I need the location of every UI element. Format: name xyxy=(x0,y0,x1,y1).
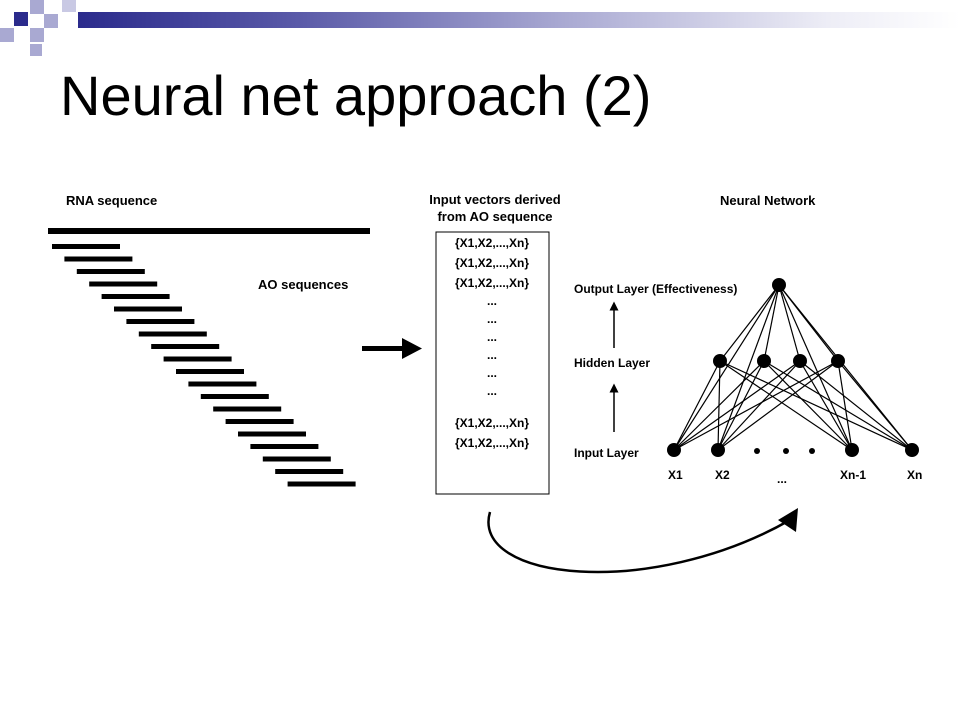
ao-sequences-label: AO sequences xyxy=(258,277,349,292)
ao-sequence-bar xyxy=(163,356,232,362)
hidden-node xyxy=(757,354,771,368)
neural-network-title: Neural Network xyxy=(720,193,816,208)
ao-sequence-bar xyxy=(114,306,182,312)
ao-sequence-bar xyxy=(176,369,244,374)
header-gradient-bar xyxy=(78,12,960,28)
network-edge xyxy=(719,360,913,451)
input-node-label: Xn-1 xyxy=(840,468,867,482)
network-edge xyxy=(837,360,853,451)
input-vectors-title: Input vectors derived from AO sequence xyxy=(410,192,580,224)
network-edge xyxy=(778,284,801,362)
input-node-label: X2 xyxy=(715,468,730,482)
ellipsis-row: ... xyxy=(486,312,497,326)
ao-sequence-bar xyxy=(238,431,306,437)
header-squares-decoration xyxy=(0,0,76,56)
ao-sequence-bar xyxy=(262,456,331,462)
ao-sequence-bar xyxy=(188,381,257,387)
network-edge xyxy=(763,284,780,362)
rna-sequence-bar xyxy=(48,228,370,234)
network-edge xyxy=(778,284,853,451)
right-arrow-icon xyxy=(362,338,422,359)
ao-sequence-bar xyxy=(126,319,195,324)
network-edge xyxy=(673,284,780,451)
ao-sequence-bar xyxy=(101,294,170,299)
input-node-label: ... xyxy=(777,472,788,486)
network-edge xyxy=(673,360,765,451)
output-layer-label: Output Layer (Effectiveness) xyxy=(574,282,738,296)
vector-row: {X1,X2,...,Xn} xyxy=(454,276,530,290)
ao-sequence-bar xyxy=(213,406,282,412)
input-vectors-title-line2: from AO sequence xyxy=(437,209,553,224)
rna-sequence-label: RNA sequence xyxy=(66,193,158,208)
curved-arrow-head-icon xyxy=(778,508,798,532)
network-edge xyxy=(719,360,853,451)
input-node xyxy=(667,443,681,457)
output-node xyxy=(772,278,786,292)
vector-row: {X1,X2,...,Xn} xyxy=(454,236,530,250)
network-edge xyxy=(763,360,913,451)
hidden-layer-label: Hidden Layer xyxy=(574,356,651,370)
network-edge xyxy=(673,360,839,451)
input-layer-label: Input Layer xyxy=(574,446,639,460)
ao-sequence-bar xyxy=(200,394,269,399)
input-vectors-title-line1: Input vectors derived xyxy=(429,192,561,207)
ao-sequence-bar xyxy=(52,244,120,249)
network-edge xyxy=(717,284,780,451)
input-vectors-box xyxy=(435,231,550,495)
ao-sequence-bar xyxy=(89,281,158,287)
slide-title: Neural net approach (2) xyxy=(60,64,652,127)
ellipsis-row: ... xyxy=(486,294,497,308)
hidden-node xyxy=(793,354,807,368)
ao-sequence-bar xyxy=(225,419,294,424)
curved-arrow xyxy=(487,511,791,574)
vector-row: {X1,X2,...,Xn} xyxy=(454,256,530,270)
network-edge xyxy=(717,360,765,451)
network-edges xyxy=(673,284,913,451)
network-edge xyxy=(719,284,780,362)
network-edge xyxy=(673,360,721,451)
ao-sequence-bar xyxy=(138,331,207,337)
ao-sequence-bar xyxy=(275,469,344,474)
ellipsis-row: ... xyxy=(486,366,497,380)
input-node xyxy=(905,443,919,457)
ao-sequence-bar xyxy=(76,269,145,274)
ellipsis-row: ... xyxy=(486,330,497,344)
network-edge xyxy=(799,360,853,451)
input-node-label: Xn xyxy=(907,468,923,482)
network-edge xyxy=(837,360,913,451)
ao-sequence-bar xyxy=(64,256,133,262)
network-edge xyxy=(717,360,839,451)
ao-sequence-bar xyxy=(287,481,356,487)
ellipsis-row: ... xyxy=(486,384,497,398)
input-node xyxy=(711,443,725,457)
network-edge xyxy=(717,360,801,451)
hidden-node xyxy=(713,354,727,368)
ellipsis-row: ... xyxy=(486,348,497,362)
input-node xyxy=(845,443,859,457)
vector-row: {X1,X2,...,Xn} xyxy=(454,416,530,430)
input-node-label: X1 xyxy=(668,468,683,482)
vector-row: {X1,X2,...,Xn} xyxy=(454,436,530,450)
ao-sequence-bars xyxy=(52,244,356,487)
input-ellipsis-dots xyxy=(754,448,815,454)
network-edge xyxy=(673,360,801,451)
hidden-node xyxy=(831,354,845,368)
network-nodes xyxy=(667,278,919,457)
ao-sequence-bar xyxy=(250,444,319,449)
network-edge xyxy=(778,284,839,362)
ao-sequence-bar xyxy=(151,344,220,349)
